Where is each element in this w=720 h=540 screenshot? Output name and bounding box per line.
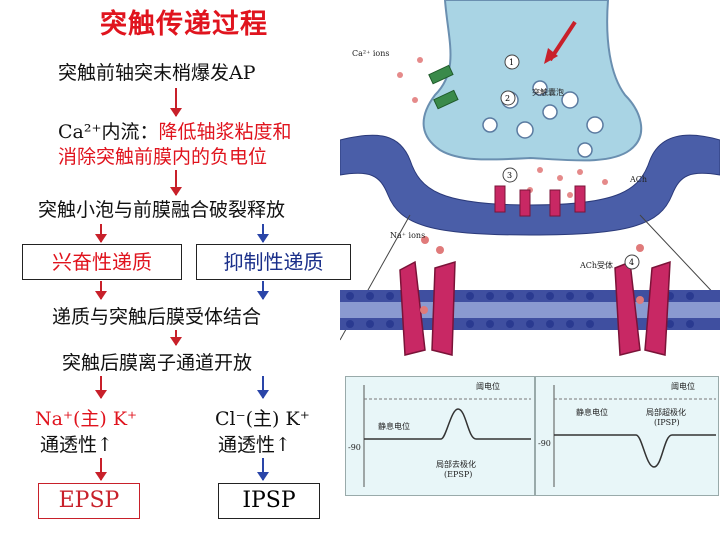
step-ca-influx-line2: 消除突触前膜内的负电位 [58,142,267,169]
marker-2: 2 [505,94,510,103]
epsp-threshold-label: 阈电位 [476,381,500,392]
arrow-3b [262,224,264,242]
ipsp-box: IPSP [218,483,320,519]
arrow-6a [100,376,102,398]
epsp-local-label: 局部去极化 [436,459,476,470]
ipsp-threshold-label: 阈电位 [671,381,695,392]
page-title: 突触传递过程 [100,2,268,41]
na-ions-label: Na⁺ ions [390,231,425,240]
cl-permeability-line2: 通透性↑ [218,430,291,457]
ipsp-resting-label: 静息电位 [576,407,608,418]
vesicle-label: 突触囊泡 [532,87,564,97]
ipsp-local-label: 局部超极化 [646,407,686,418]
epsp-graph [346,377,534,495]
marker-4: 4 [629,258,634,267]
ipsp-local-label-2: (IPSP) [654,418,680,427]
ach-receptor-label: ACh受体 [579,260,613,270]
inhibitory-transmitter-box: 抑制性递质 [196,244,351,280]
synapse-illustration: Ca²⁺ ions Na⁺ ions ACh ACh受体 突触囊泡 1 2 3 … [340,0,720,375]
step-vesicle-release: 突触小泡与前膜融合破裂释放 [38,195,285,222]
arrow-2 [175,170,177,195]
epsp-box: EPSP [38,483,140,519]
ipsp-trace [554,435,716,467]
epsp-graph-panel: 阈电位 静息电位 -90 局部去极化 (EPSP) [345,376,535,496]
ipsp-value: -90 [538,439,551,448]
arrow-7b [262,458,264,480]
ach-label: ACh [629,175,647,184]
step-ca-influx-line1: Ca²⁺内流：降低轴浆粘度和 [58,117,292,144]
arrow-3a [100,224,102,242]
ipsp-graph [536,377,718,495]
na-permeability-line1: Na⁺(主) K⁺ [35,404,137,431]
excitatory-transmitter-box: 兴奋性递质 [22,244,182,280]
epsp-value: -90 [348,443,361,452]
ipsp-graph-panel: 阈电位 静息电位 -90 局部超极化 (IPSP) [535,376,719,496]
epsp-local-label-2: (EPSP) [444,470,472,479]
arrow-4a [100,281,102,299]
presynaptic-terminal [424,0,642,160]
epsp-resting-label: 静息电位 [378,421,410,432]
step-ap: 突触前轴突末梢爆发AP [58,58,256,85]
arrow-7a [100,458,102,480]
step-receptor-binding: 递质与突触后膜受体结合 [52,302,261,329]
arrow-4b [262,281,264,299]
cl-permeability-line1: Cl⁻(主) K⁺ [215,404,310,431]
ca-ions-label: Ca²⁺ ions [352,49,390,58]
marker-3: 3 [507,171,512,180]
marker-1: 1 [509,58,514,67]
arrow-1 [175,88,177,116]
arrow-6b [262,376,264,398]
na-permeability-line2: 通透性↑ [40,430,113,457]
step-channel-open: 突触后膜离子通道开放 [62,348,252,375]
arrow-5 [175,330,177,345]
